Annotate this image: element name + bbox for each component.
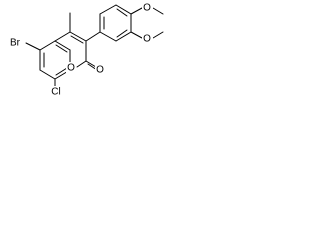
bond-inner-ar3-ar4 xyxy=(116,8,128,17)
label-bg-cl xyxy=(48,86,64,97)
methoxy-bottom-oxygen-label: O xyxy=(143,34,151,45)
bond-ar4-otop xyxy=(130,7,143,15)
bond-lines xyxy=(25,4,164,89)
label-bg-br xyxy=(7,38,25,49)
bond-c4-c3 xyxy=(69,31,87,42)
bond-ar5-ar6 xyxy=(115,31,132,42)
bond-c4a-c5 xyxy=(39,40,56,51)
chemical-structure-diagram: Br Cl O O O O xyxy=(7,2,164,98)
bond-ar2-ar3 xyxy=(99,4,117,15)
bond-c2-o1 xyxy=(76,60,87,68)
bond-ar6-ar1 xyxy=(99,31,117,42)
ring-oxygen-label: O xyxy=(67,63,75,74)
bond-ar3-ar4 xyxy=(115,4,132,15)
bond-c4a-c4 xyxy=(54,31,71,42)
bond-inner-c7-c8 xyxy=(55,67,68,76)
methoxy-top-oxygen-label: O xyxy=(143,3,151,14)
bond-ar5-obottom xyxy=(130,31,143,39)
label-bg-methoxy-top-o xyxy=(142,2,153,13)
bond-c3-aryl xyxy=(85,31,101,42)
bond-c4-c3-double xyxy=(70,35,84,44)
chlorine-label: Cl xyxy=(51,87,60,98)
atom-labels: Br Cl O O O O xyxy=(7,2,153,98)
bond-otop-methyl xyxy=(152,7,164,15)
bond-c2-carbonyl xyxy=(85,60,97,68)
label-bg-carbonyl-o xyxy=(95,64,105,75)
carbonyl-oxygen-label: O xyxy=(96,65,104,76)
bond-obottom-methyl xyxy=(152,31,164,39)
label-bg-methoxy-bottom-o xyxy=(142,33,153,44)
bond-c6-c7 xyxy=(39,69,56,80)
bond-c8a-c4a xyxy=(54,40,71,51)
bond-inner-c4a-c8a xyxy=(55,44,68,53)
bromine-label: Br xyxy=(10,38,21,49)
bond-c6-br xyxy=(25,42,41,51)
label-bg-ring-o xyxy=(66,62,76,73)
bond-inner-ar5-ar6 xyxy=(116,29,128,38)
